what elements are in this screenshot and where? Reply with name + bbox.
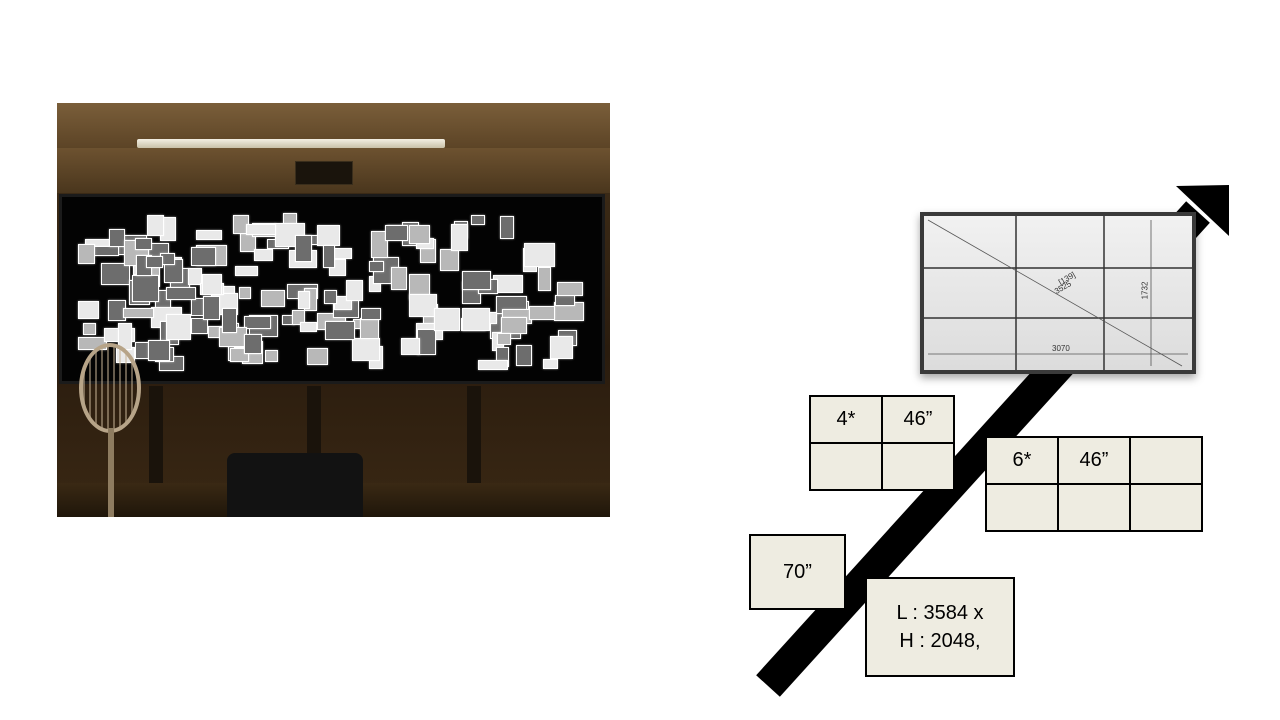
- photo-thumbnail: [147, 215, 164, 236]
- box-70-label: 70”: [783, 561, 812, 583]
- grid-4-size: 46”: [881, 395, 955, 444]
- photo-thumbnail: [292, 310, 305, 325]
- photo-thumbnail: [261, 290, 285, 307]
- photo-thumbnail: [109, 229, 125, 247]
- photo-thumbnail: [196, 230, 222, 240]
- grid-6-cell: [1129, 483, 1203, 532]
- photo-thumbnail: [166, 287, 196, 300]
- monitor-grid: [924, 216, 1192, 370]
- photo-thumbnail: [191, 318, 208, 334]
- photo-thumbnail: [78, 301, 99, 319]
- arrow-head: [1176, 185, 1229, 236]
- photo-thumbnail: [557, 282, 583, 296]
- monitor-diagram: [139] 3525 1732 3070: [920, 212, 1196, 374]
- photo-thumbnail: [188, 268, 202, 285]
- photo-thumbnail: [191, 247, 216, 266]
- grid-6-screens: 6* 46”: [985, 436, 1203, 532]
- photo-thumbnail: [371, 231, 388, 258]
- photo-thumbnail: [325, 321, 355, 340]
- photo-thumbnail: [83, 323, 96, 335]
- ceiling-light: [137, 139, 445, 148]
- photo-thumbnail: [307, 348, 328, 365]
- photo-thumbnail: [391, 267, 407, 290]
- grid-4-count: 4*: [809, 395, 883, 444]
- photo-thumbnail: [323, 245, 335, 268]
- chair: [227, 453, 363, 517]
- resolution-height: H : 2048,: [899, 630, 981, 652]
- photo-thumbnail: [146, 256, 163, 268]
- photo-thumbnail: [222, 308, 237, 333]
- height-label: 1732: [1140, 281, 1150, 300]
- photo-thumbnail: [166, 314, 191, 340]
- photo-thumbnail: [529, 306, 555, 320]
- grid-6-cell: [985, 483, 1059, 532]
- photo-thumbnail: [385, 225, 408, 241]
- photo-thumbnail: [471, 215, 485, 225]
- box-70-inch: 70”: [749, 534, 846, 610]
- photo-thumbnail: [401, 338, 420, 355]
- photo-thumbnail: [543, 359, 558, 369]
- photo-thumbnail: [300, 322, 317, 332]
- photo-thumbnail: [524, 243, 555, 267]
- grid-6-size: 46”: [1057, 436, 1131, 485]
- photo-thumbnail: [409, 294, 437, 317]
- photo-thumbnail: [361, 308, 381, 320]
- photo-thumbnail: [254, 249, 273, 261]
- photo-thumbnail: [501, 317, 527, 334]
- resolution-box: L : 3584 x H : 2048,: [865, 577, 1015, 677]
- grid-4-cell: [881, 442, 955, 491]
- photo-thumbnail: [202, 274, 222, 295]
- photo-thumbnail: [451, 224, 468, 251]
- photo-thumbnail: [298, 291, 310, 309]
- fan-stand: [108, 428, 114, 517]
- fan: [79, 343, 141, 433]
- photo-thumbnail: [346, 280, 363, 301]
- photo-thumbnail: [478, 360, 508, 370]
- photo-thumbnail: [244, 334, 262, 354]
- video-wall-screen: [59, 194, 605, 384]
- photo-thumbnail: [265, 350, 278, 362]
- stand-leg: [467, 386, 481, 496]
- photo-thumbnail: [239, 287, 251, 299]
- grid-6-count: 6*: [985, 436, 1059, 485]
- resolution-width: L : 3584 x: [896, 602, 984, 624]
- projector: [295, 161, 353, 185]
- video-wall-photo: [57, 103, 610, 517]
- photo-thumbnail: [500, 216, 514, 239]
- photo-thumbnail: [462, 271, 491, 290]
- photo-thumbnail: [295, 235, 312, 262]
- photo-thumbnail: [235, 266, 258, 276]
- grid-4-cell: [809, 442, 883, 491]
- photo-thumbnail: [434, 308, 460, 331]
- grid-6-cell: [1129, 436, 1203, 485]
- photo-thumbnail: [244, 316, 271, 329]
- photo-thumbnail: [462, 308, 490, 331]
- width-label: 3070: [1052, 344, 1070, 353]
- photo-thumbnail: [440, 249, 459, 271]
- stand-leg: [149, 386, 163, 496]
- photo-thumbnail: [203, 296, 220, 320]
- photo-thumbnail: [497, 333, 511, 345]
- photo-thumbnail: [246, 224, 276, 235]
- grid-4-screens: 4* 46”: [809, 395, 955, 491]
- photo-thumbnail: [135, 238, 152, 250]
- grid-6-cell: [1057, 483, 1131, 532]
- photo-thumbnail: [101, 263, 130, 285]
- photo-thumbnail: [324, 290, 337, 304]
- photo-thumbnail: [78, 244, 95, 264]
- diagonal-dimension-line: [927, 219, 1183, 367]
- photo-thumbnail: [550, 336, 573, 359]
- photo-thumbnail: [538, 267, 551, 291]
- photo-thumbnail: [409, 225, 430, 244]
- photo-thumbnail: [148, 340, 170, 361]
- photo-thumbnail: [123, 308, 154, 318]
- photo-thumbnail: [516, 345, 532, 366]
- photo-thumbnail: [369, 261, 384, 272]
